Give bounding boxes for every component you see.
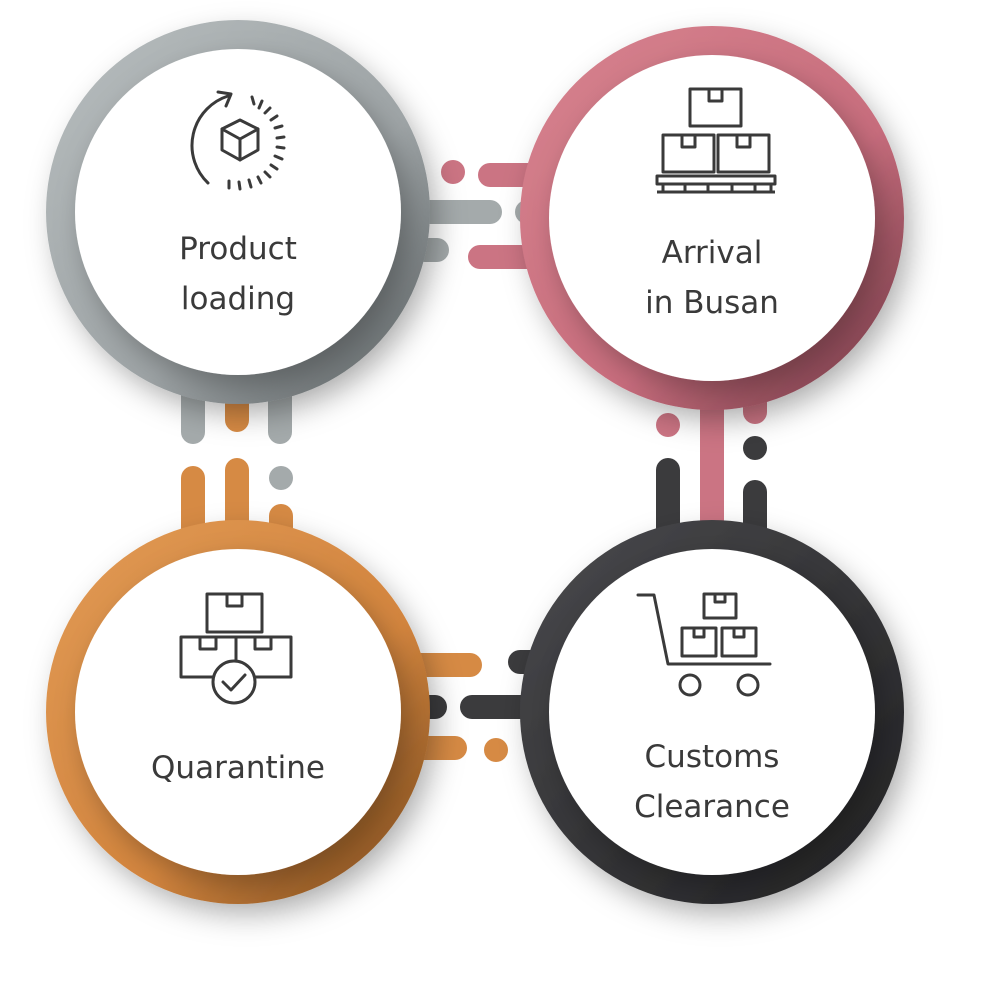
stage-label-loading: Product loading [179,231,297,317]
rotating-box-icon [190,90,286,191]
stacked-boxes-pallet-icon [655,87,777,194]
boxes-check-icon [179,592,293,705]
stage-label-arrival: Arrival in Busan [645,235,779,321]
shopping-cart-boxes-icon [636,592,772,697]
stage-label-quarantine: Quarantine [151,750,325,786]
stage-label-customs: Customs Clearance [634,739,790,825]
